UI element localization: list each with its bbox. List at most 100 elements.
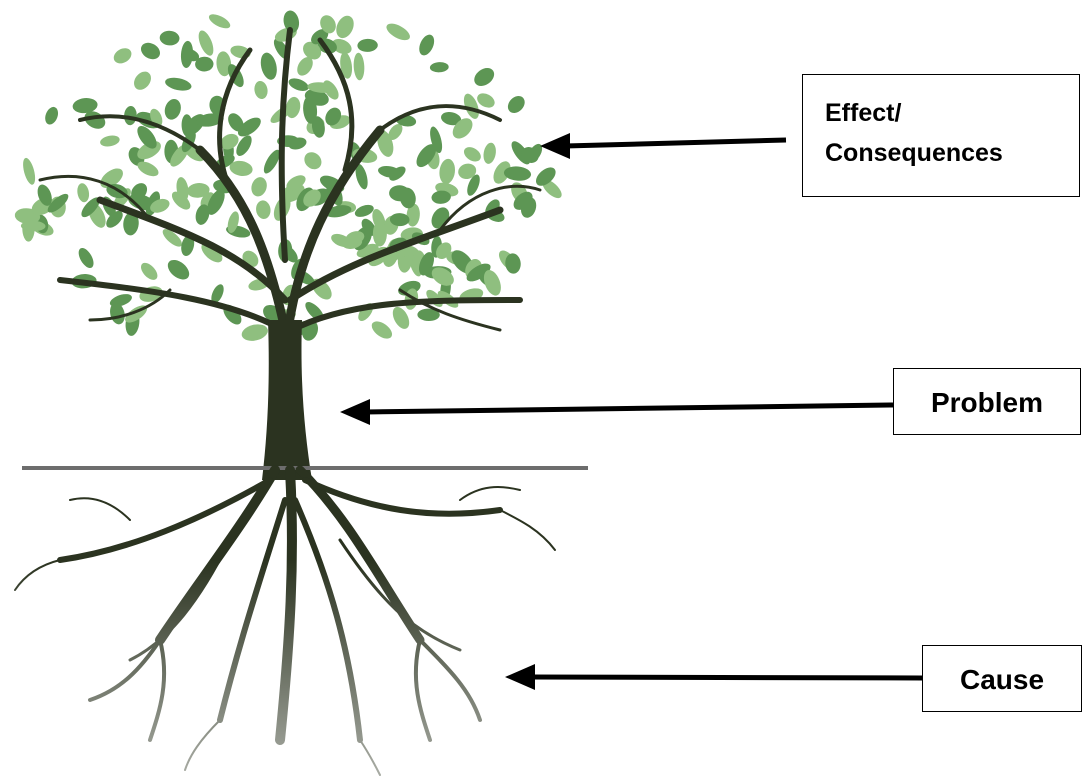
- leaf: [229, 160, 253, 176]
- leaf: [159, 30, 180, 46]
- leaf: [216, 51, 232, 77]
- cause-label: Cause: [922, 645, 1082, 712]
- leaf: [406, 203, 420, 227]
- leaf: [123, 212, 139, 236]
- leaf: [236, 135, 252, 156]
- leaf: [463, 147, 481, 162]
- leaf: [288, 78, 309, 91]
- leaf: [389, 213, 410, 227]
- leaf: [372, 220, 387, 247]
- leaf: [162, 229, 182, 247]
- leaf: [196, 113, 224, 127]
- leaf: [439, 158, 455, 184]
- leaf: [134, 71, 151, 90]
- leaf: [431, 190, 451, 204]
- leaf: [297, 56, 313, 76]
- leaf: [137, 125, 157, 149]
- leaf: [20, 220, 46, 232]
- leaf: [208, 14, 231, 29]
- leaf: [263, 149, 280, 174]
- leaf: [78, 247, 94, 269]
- leaf: [483, 270, 501, 296]
- leaf: [378, 166, 402, 178]
- leaf: [336, 15, 354, 39]
- leaf: [167, 259, 190, 280]
- leaf: [353, 52, 365, 81]
- leaf: [164, 99, 181, 120]
- leaf: [180, 40, 194, 68]
- leaf: [320, 15, 336, 34]
- leaf: [377, 130, 394, 157]
- leaf: [452, 118, 473, 139]
- leaf: [100, 135, 120, 147]
- problem-label: Problem: [893, 368, 1081, 435]
- leaf: [355, 163, 368, 190]
- effect-label-text: Effect/ Consequences: [825, 99, 1003, 167]
- leaf: [283, 10, 300, 33]
- leaf: [37, 184, 52, 206]
- leaf: [520, 197, 537, 218]
- leaf: [23, 157, 36, 185]
- leaf: [254, 80, 268, 100]
- leaf: [303, 41, 322, 60]
- leaf: [176, 177, 189, 202]
- leaf: [45, 106, 59, 125]
- effect-consequences-label: Effect/ Consequences: [802, 74, 1080, 197]
- leaf: [260, 52, 277, 80]
- leaf: [220, 133, 239, 150]
- leaf: [303, 96, 318, 124]
- leaf: [417, 308, 440, 322]
- leaf: [466, 263, 491, 282]
- leaf: [419, 34, 435, 56]
- tree-trunk: [262, 320, 312, 480]
- leaf: [354, 204, 374, 217]
- leaf: [331, 38, 352, 55]
- leaf: [441, 111, 462, 126]
- problem-label-text: Problem: [930, 387, 1044, 418]
- leaf: [416, 144, 437, 168]
- leaf: [171, 191, 191, 210]
- leaf: [77, 183, 90, 203]
- leaf: [325, 205, 352, 218]
- tree-branches: [38, 27, 542, 335]
- leaf: [150, 198, 170, 213]
- leaf: [165, 77, 192, 91]
- leaf: [47, 193, 69, 213]
- leaf: [81, 197, 100, 218]
- leaf: [207, 189, 225, 215]
- leaf: [535, 167, 556, 186]
- leaf: [137, 161, 159, 177]
- leaf: [131, 183, 148, 201]
- leaf: [106, 210, 123, 228]
- leaf: [483, 142, 496, 164]
- leaf: [286, 175, 306, 191]
- cause-label-text: Cause: [959, 664, 1045, 695]
- leaf: [507, 96, 525, 113]
- leaf: [72, 98, 98, 114]
- leaf: [307, 82, 335, 93]
- leaf: [357, 38, 378, 52]
- leaf: [251, 177, 267, 197]
- leaf: [311, 29, 329, 45]
- leaf: [463, 93, 479, 119]
- leaf: [201, 243, 223, 263]
- leaf: [181, 234, 195, 257]
- leaf: [195, 56, 214, 72]
- leaf: [237, 117, 261, 137]
- leaf: [227, 211, 239, 233]
- leaf: [388, 124, 403, 140]
- leaf: [503, 166, 532, 181]
- leaf: [187, 183, 210, 198]
- leaf: [140, 42, 161, 60]
- leaf: [474, 68, 495, 86]
- leaf: [195, 204, 210, 225]
- leaf: [340, 52, 353, 79]
- leaf: [386, 23, 410, 41]
- leaf: [325, 107, 342, 126]
- leaf: [371, 321, 393, 339]
- leaf: [303, 189, 321, 207]
- leaf: [429, 62, 449, 73]
- leaf: [521, 147, 539, 163]
- leaf: [467, 174, 480, 196]
- leaf: [211, 284, 224, 304]
